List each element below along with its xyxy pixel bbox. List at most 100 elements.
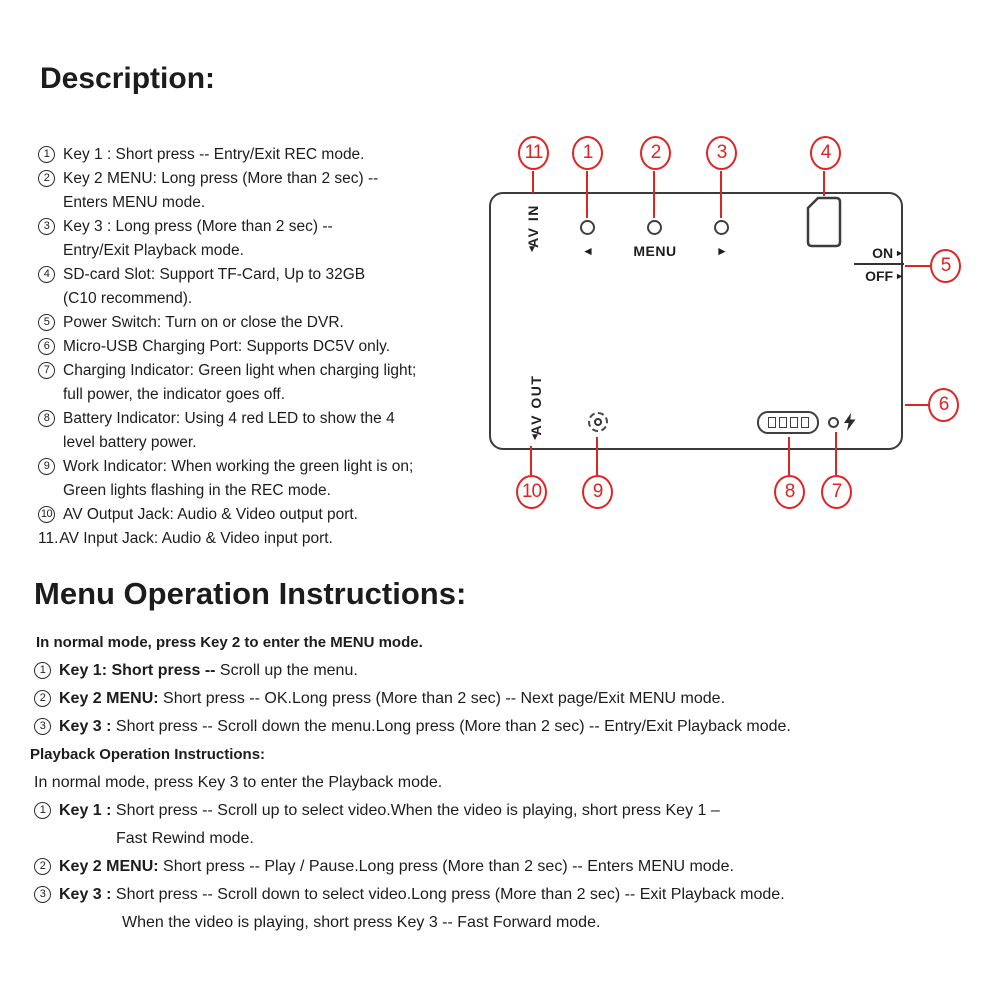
instruction-continuation: When the video is playing, short press K… xyxy=(122,914,601,931)
description-item: 7 Charging Indicator: Green light when c… xyxy=(38,359,498,407)
instruction-text: Key 2 MENU: Short press -- OK.Long press… xyxy=(59,690,726,707)
callout-1: 1 xyxy=(572,136,603,170)
leader-line xyxy=(596,437,598,475)
description-item: 10 AV Output Jack: Audio & Video output … xyxy=(38,503,498,527)
sd-card-slot-icon xyxy=(806,196,842,248)
callout-11: 11 xyxy=(518,136,549,170)
off-arrow-icon: ► xyxy=(895,270,904,281)
description-item: 5 Power Switch: Turn on or close the DVR… xyxy=(38,311,498,335)
work-indicator-icon xyxy=(588,412,608,432)
instruction-text: Key 3 : Short press -- Scroll down to se… xyxy=(59,886,785,903)
menu-instruction-item: 2 Key 2 MENU: Short press -- OK.Long pre… xyxy=(30,686,982,714)
battery-cell xyxy=(778,417,787,428)
key3-button-icon xyxy=(714,220,729,235)
description-text: Key 1 : Short press -- Entry/Exit REC mo… xyxy=(63,146,365,163)
description-heading: Description: xyxy=(40,62,216,95)
scroll-down-arrow-icon: ► xyxy=(716,244,728,258)
description-text: Key 3 : Long press (More than 2 sec) -- … xyxy=(63,218,333,259)
off-label: OFF xyxy=(865,267,894,284)
description-item: 1 Key 1 : Short press -- Entry/Exit REC … xyxy=(38,143,498,167)
leader-line xyxy=(905,404,928,406)
circled-number: 2 xyxy=(38,170,55,187)
playback-instruction-item: 1 Key 1 : Short press -- Scroll up to se… xyxy=(30,798,982,826)
callout-3: 3 xyxy=(706,136,737,170)
menu-button-label: MENU xyxy=(633,243,677,259)
leader-line xyxy=(720,171,722,218)
circled-number: 4 xyxy=(38,266,55,283)
circled-number: 1 xyxy=(34,662,51,679)
leader-line xyxy=(823,171,825,196)
key2-menu-button-icon xyxy=(647,220,662,235)
playback-instructions-subtitle: Playback Operation Instructions: xyxy=(30,746,266,763)
leader-line xyxy=(653,171,655,218)
description-text: Key 2 MENU: Long press (More than 2 sec)… xyxy=(63,170,379,211)
power-switch: ON ► OFF ► xyxy=(854,242,904,286)
battery-indicator-icon xyxy=(757,411,819,434)
description-text: AV Input Jack: Audio & Video input port. xyxy=(59,530,333,547)
av-out-arrow-icon: ▼ xyxy=(530,432,540,443)
on-label: ON xyxy=(872,244,894,261)
instruction-continuation: Fast Rewind mode. xyxy=(116,830,254,847)
work-indicator-led xyxy=(594,418,602,426)
callout-2: 2 xyxy=(640,136,671,170)
circled-number: 3 xyxy=(34,718,51,735)
scroll-up-arrow-icon: ◄ xyxy=(582,244,594,258)
battery-cell xyxy=(789,417,798,428)
circled-number: 5 xyxy=(38,314,55,331)
instruction-text: Key 2 MENU: Short press -- Play / Pause.… xyxy=(59,858,734,875)
lightning-bolt-icon xyxy=(844,413,856,431)
description-text: Charging Indicator: Green light when cha… xyxy=(63,362,417,403)
callout-7: 7 xyxy=(821,475,852,509)
circled-number: 1 xyxy=(34,802,51,819)
callout-5: 5 xyxy=(930,249,961,283)
on-arrow-icon: ► xyxy=(895,247,904,258)
description-item: 11. AV Input Jack: Audio & Video input p… xyxy=(38,527,498,551)
description-text: Micro-USB Charging Port: Supports DC5V o… xyxy=(63,338,391,355)
description-text: Power Switch: Turn on or close the DVR. xyxy=(63,314,344,331)
instruction-text: Key 3 : Short press -- Scroll down the m… xyxy=(59,718,791,735)
key1-button-icon xyxy=(580,220,595,235)
operation-instructions: In normal mode, press Key 2 to enter the… xyxy=(30,630,982,938)
description-item: 9 Work Indicator: When working the green… xyxy=(38,455,498,503)
circled-number: 3 xyxy=(38,218,55,235)
instruction-text: Key 1 : Short press -- Scroll up to sele… xyxy=(59,802,720,819)
circled-number: 7 xyxy=(38,362,55,379)
playback-instruction-item: 2 Key 2 MENU: Short press -- Play / Paus… xyxy=(30,854,982,882)
circled-number: 1 xyxy=(38,146,55,163)
playback-instruction-item: 3 Key 3 : Short press -- Scroll down to … xyxy=(30,882,982,910)
menu-intro: In normal mode, press Key 2 to enter the… xyxy=(36,634,423,651)
description-text: AV Output Jack: Audio & Video output por… xyxy=(63,506,358,523)
circled-number: 3 xyxy=(34,886,51,903)
circled-number: 8 xyxy=(38,410,55,427)
leader-line xyxy=(835,432,837,475)
callout-8: 8 xyxy=(774,475,805,509)
description-text: Battery Indicator: Using 4 red LED to sh… xyxy=(63,410,395,451)
circled-number: 2 xyxy=(34,690,51,707)
battery-cell xyxy=(800,417,809,428)
description-item: 3 Key 3 : Long press (More than 2 sec) -… xyxy=(38,215,498,263)
description-item: 2 Key 2 MENU: Long press (More than 2 se… xyxy=(38,167,498,215)
power-off-row: OFF ► xyxy=(854,265,904,286)
charging-indicator-icon xyxy=(828,417,839,428)
callout-6: 6 xyxy=(928,388,959,422)
leader-line xyxy=(530,446,532,475)
description-item: 6 Micro-USB Charging Port: Supports DC5V… xyxy=(38,335,498,359)
description-item: 8 Battery Indicator: Using 4 red LED to … xyxy=(38,407,498,455)
circled-number: 2 xyxy=(34,858,51,875)
menu-instruction-item: 3 Key 3 : Short press -- Scroll down the… xyxy=(30,714,982,742)
instruction-text: Key 1: Short press -- Scroll up the menu… xyxy=(59,662,358,679)
description-list: 1 Key 1 : Short press -- Entry/Exit REC … xyxy=(38,143,498,551)
switch-slot-line xyxy=(854,263,904,265)
leader-line xyxy=(586,171,588,218)
power-on-row: ON ► xyxy=(854,242,904,263)
description-item: 4 SD-card Slot: Support TF-Card, Up to 3… xyxy=(38,263,498,311)
menu-instruction-item: 1 Key 1: Short press -- Scroll up the me… xyxy=(30,658,982,686)
callout-10: 10 xyxy=(516,475,547,509)
item-number: 11. xyxy=(38,530,59,547)
callout-4: 4 xyxy=(810,136,841,170)
av-in-arrow-icon: ▼ xyxy=(527,244,537,255)
description-text: Work Indicator: When working the green l… xyxy=(63,458,414,499)
battery-cell xyxy=(767,417,776,428)
leader-line xyxy=(532,171,534,193)
circled-number: 6 xyxy=(38,338,55,355)
